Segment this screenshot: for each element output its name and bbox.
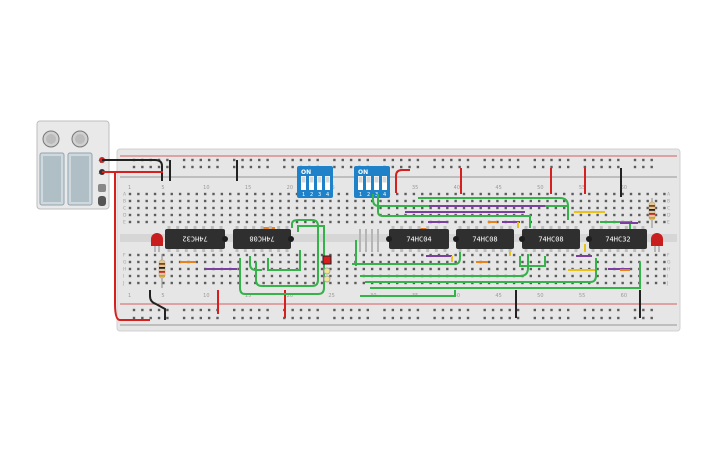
row-letter-D-right: D (667, 213, 671, 219)
chip-1[interactable]: 74HC32 (165, 226, 228, 252)
col-number-top-20: 20 (287, 185, 293, 191)
chip-5[interactable]: 74HC08 (519, 226, 580, 252)
col-number-top-40: 40 (454, 185, 460, 191)
row-letter-A-right: A (667, 192, 671, 198)
chip-4-label: 74HC08 (472, 236, 497, 244)
col-number-top-50: 50 (537, 185, 543, 191)
row-letter-I-left: I (123, 274, 124, 280)
col-number-top-15: 15 (245, 185, 251, 191)
col-number-bottom-60: 60 (621, 293, 627, 299)
gray-pins (359, 229, 379, 252)
dip-1-position-label-3: 3 (318, 192, 321, 198)
power-wires[interactable] (102, 159, 166, 321)
green-wires[interactable] (239, 194, 641, 297)
row-letter-H-left: H (123, 267, 126, 273)
col-number-top-45: 45 (495, 185, 501, 191)
row-letter-F-right: F (667, 253, 670, 259)
dip-2-position-label-3: 3 (375, 192, 378, 198)
resistor-left[interactable] (158, 254, 166, 288)
row-letter-A-left: A (123, 192, 127, 198)
dip-2-switch-3[interactable] (374, 176, 379, 183)
power-supply[interactable]: + − (36, 120, 110, 210)
row-letter-J-right: J (666, 281, 668, 287)
resistor-right[interactable] (648, 198, 656, 228)
row-letter-J-left: J (122, 281, 124, 287)
col-number-top-60: 60 (621, 185, 627, 191)
row-letter-I-right: I (667, 274, 668, 280)
chip-6[interactable]: 74HC32 (586, 226, 647, 252)
col-number-top-55: 55 (579, 185, 585, 191)
col-number-top-10: 10 (203, 185, 209, 191)
chip-4[interactable]: 74HC08 (453, 226, 514, 252)
dip-1-switch-4[interactable] (325, 176, 330, 183)
row-letter-H-right: H (667, 267, 670, 273)
row-letter-E-right: E (667, 220, 670, 226)
col-number-bottom-25: 25 (328, 293, 334, 299)
dip-2-position-label-1: 1 (359, 192, 362, 198)
dip-1-on-label: ON (301, 169, 311, 176)
col-number-top-35: 35 (412, 185, 418, 191)
dip-2-switch-2[interactable] (366, 176, 371, 183)
dip-1-switch-2[interactable] (309, 176, 314, 183)
rail-jumpers[interactable] (169, 160, 641, 318)
dip-1-position-label-4: 4 (326, 192, 329, 198)
dip-1-switch-3[interactable] (317, 176, 322, 183)
col-number-bottom-5: 5 (161, 293, 164, 299)
col-number-bottom-50: 50 (537, 293, 543, 299)
chip-5-label: 74HC08 (538, 236, 563, 244)
dip-2-on-label: ON (358, 169, 368, 176)
col-number-top-5: 5 (161, 185, 164, 191)
row-letter-C-right: C (667, 206, 670, 212)
col-number-bottom-10: 10 (203, 293, 209, 299)
chip-2-label: 74HC08 (249, 235, 274, 243)
row-letter-B-left: B (123, 199, 126, 205)
col-number-bottom-55: 55 (579, 293, 585, 299)
chip-3[interactable]: 74HC04 (386, 226, 449, 252)
clock-indicator[interactable] (322, 255, 332, 283)
chip-1-label: 74HC32 (182, 235, 207, 243)
col-number-bottom-45: 45 (495, 293, 501, 299)
row-letter-G-left: G (123, 260, 127, 266)
chip-6-label: 74HC32 (605, 236, 630, 244)
col-number-bottom-40: 40 (454, 293, 460, 299)
chip-3-label: 74HC04 (406, 236, 431, 244)
col-number-bottom-15: 15 (245, 293, 251, 299)
led-right[interactable] (651, 233, 663, 252)
led-left[interactable] (151, 233, 163, 252)
col-number-top-1: 1 (128, 185, 131, 191)
dip-2-switch-4[interactable] (382, 176, 387, 183)
row-letter-B-right: B (667, 199, 670, 205)
row-letter-E-left: E (123, 220, 126, 226)
col-number-bottom-1: 1 (128, 293, 131, 299)
dip-2-position-label-4: 4 (383, 192, 386, 198)
dip-2-switch-1[interactable] (358, 176, 363, 183)
row-letter-F-left: F (123, 253, 126, 259)
row-letter-C-left: C (123, 206, 126, 212)
dip-1-switch-1[interactable] (301, 176, 306, 183)
dip-1-position-label-1: 1 (302, 192, 305, 198)
dip-2-position-label-2: 2 (367, 192, 370, 198)
row-letter-G-right: G (667, 260, 671, 266)
row-letter-D-left: D (123, 213, 127, 219)
col-number-bottom-20: 20 (287, 293, 293, 299)
dip-1-position-label-2: 2 (310, 192, 313, 198)
chip-2[interactable]: 74HC08 (233, 226, 294, 252)
